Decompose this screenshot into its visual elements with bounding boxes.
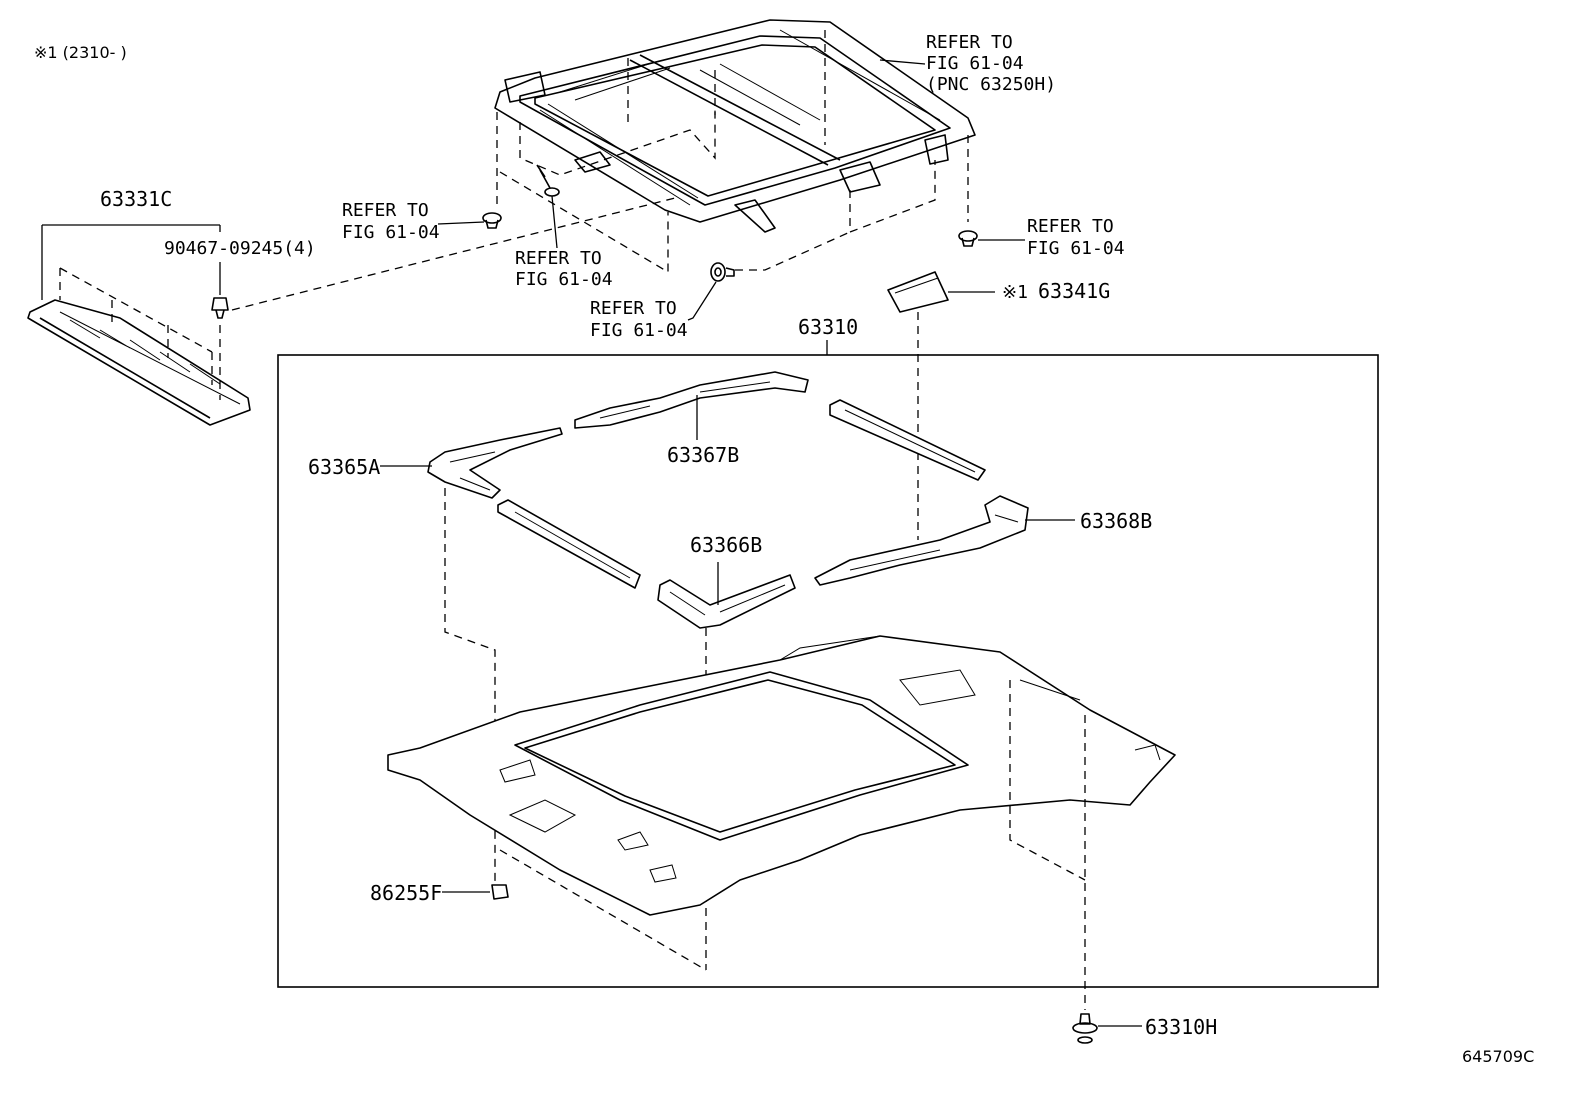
nut-bottom-icon[interactable]: [710, 262, 735, 282]
side-rail-left[interactable]: [497, 499, 641, 589]
part-number-63365A: 63365A: [308, 455, 380, 479]
refer-label-sunroof-line1: REFER TO: [926, 32, 1013, 53]
trim-panel-63331C[interactable]: [27, 299, 251, 426]
refer-label-left-line2: FIG 61-04: [342, 222, 440, 243]
part-number-86255F: 86255F: [370, 881, 442, 905]
part-number-90467-09245: 90467-09245(4): [164, 238, 316, 259]
refer-label-sunroof-line3: (PNC 63250H): [926, 74, 1056, 95]
refer-label-sunroof-line2: FIG 61-04: [926, 53, 1024, 74]
part-number-63367B: 63367B: [667, 443, 739, 467]
part-number-63341G: 63341G: [1038, 279, 1110, 303]
refer-label-center-line2: FIG 61-04: [515, 269, 613, 290]
refer-label-bottom-line1: REFER TO: [590, 298, 677, 319]
applicability-note: ※1 (2310- ): [34, 43, 127, 62]
refer-label-bottom-line2: FIG 61-04: [590, 320, 688, 341]
bracket-63365A[interactable]: [427, 427, 563, 499]
refer-label-right-line2: FIG 61-04: [1027, 238, 1125, 259]
part-number-63310H: 63310H: [1145, 1015, 1217, 1039]
bracket-63366B[interactable]: [657, 574, 796, 629]
bracket-63368B[interactable]: [814, 495, 1029, 586]
reinforcement-63367B[interactable]: [574, 371, 809, 429]
note-mark-63341G: ※1: [1002, 282, 1028, 303]
refer-label-right-line1: REFER TO: [1027, 216, 1114, 237]
pad-63341G[interactable]: [887, 271, 949, 313]
clip-left-icon[interactable]: [482, 212, 502, 229]
clip-90467-icon[interactable]: [211, 297, 229, 319]
refer-label-left-line1: REFER TO: [342, 200, 429, 221]
part-number-63331C: 63331C: [100, 187, 172, 211]
sunroof-frame-assembly[interactable]: [494, 19, 976, 233]
side-rail-right[interactable]: [829, 399, 986, 481]
clip-right-icon[interactable]: [958, 230, 978, 247]
headliner-panel[interactable]: [387, 635, 1176, 916]
bolt-center-icon[interactable]: [536, 164, 560, 197]
part-number-63310: 63310: [798, 315, 858, 339]
part-number-63368B: 63368B: [1080, 509, 1152, 533]
refer-label-center-line1: REFER TO: [515, 248, 602, 269]
clip-86255F[interactable]: [491, 884, 509, 900]
assembly-box-63310: [277, 354, 1379, 988]
illustration-id: 645709C: [1462, 1047, 1534, 1066]
clip-63310H[interactable]: [1072, 1013, 1098, 1044]
part-number-63366B: 63366B: [690, 533, 762, 557]
